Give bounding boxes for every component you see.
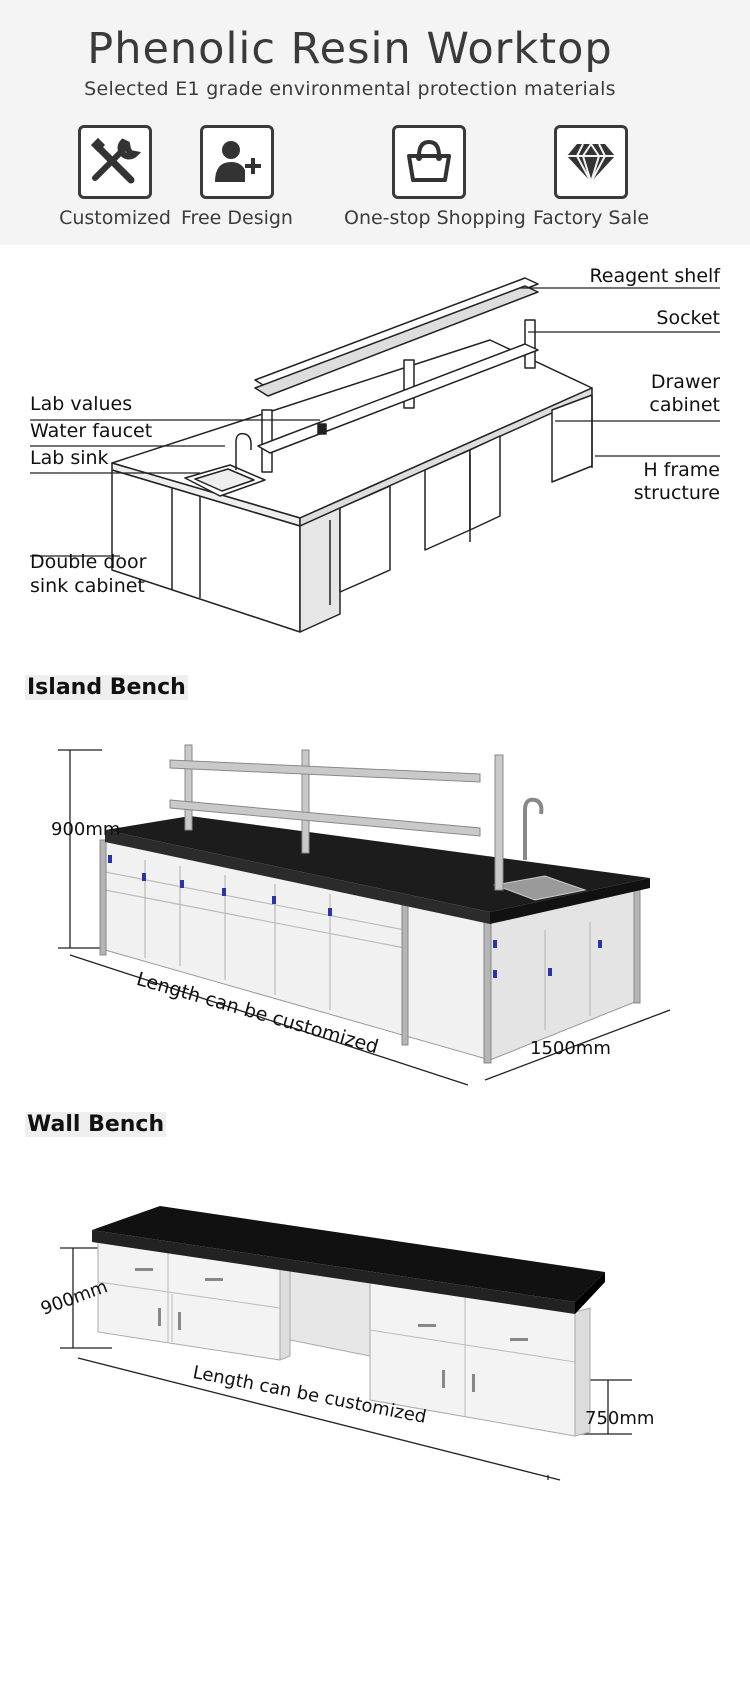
label-structure: structure <box>633 482 720 504</box>
feature-free-design: Free Design <box>152 125 322 229</box>
label-water-faucet: Water faucet <box>30 420 153 442</box>
label-h-frame: H frame <box>643 459 720 481</box>
callout-lines <box>30 287 720 557</box>
page-subtitle: Selected E1 grade environmental protecti… <box>84 78 616 100</box>
feature-factory-sale: Factory Sale <box>506 125 676 229</box>
label-socket: Socket <box>656 307 720 329</box>
wall-width-dimension: 750mm <box>585 1408 655 1429</box>
tools-icon <box>78 125 152 199</box>
wall-bench-image <box>60 1206 632 1481</box>
label-reagent-shelf: Reagent shelf <box>589 265 720 287</box>
island-bench-title: Island Bench <box>25 675 188 700</box>
label-drawer: Drawer <box>650 371 720 393</box>
shopping-bag-icon <box>392 125 466 199</box>
bench-drawing <box>111 277 593 633</box>
island-height-dimension: 900mm <box>51 819 121 840</box>
diamond-icon <box>554 125 628 199</box>
add-user-icon <box>200 125 274 199</box>
island-bench-image <box>58 744 671 1086</box>
page-title: Phenolic Resin Worktop <box>87 24 613 74</box>
wall-bench-title: Wall Bench <box>25 1112 167 1137</box>
feature-label: One-stop Shopping <box>344 207 526 229</box>
label-lab-sink: Lab sink <box>30 447 109 469</box>
island-width-dimension: 1500mm <box>530 1038 611 1059</box>
label-lab-values: Lab values <box>30 393 133 415</box>
feature-one-stop-shopping: One-stop Shopping <box>344 125 526 229</box>
feature-label: Free Design <box>181 207 293 229</box>
header-banner: Phenolic Resin Worktop Selected E1 grade… <box>0 0 750 245</box>
label-cabinet: cabinet <box>649 394 720 416</box>
feature-label: Customized <box>59 207 171 229</box>
bench-line-diagram: Lab values Water faucet Lab sink Double … <box>0 260 750 690</box>
label-sink-cabinet: sink cabinet <box>30 575 145 597</box>
feature-label: Factory Sale <box>532 207 650 229</box>
feature-customized: Customized <box>30 125 200 229</box>
label-double-door: Double door <box>30 551 147 573</box>
